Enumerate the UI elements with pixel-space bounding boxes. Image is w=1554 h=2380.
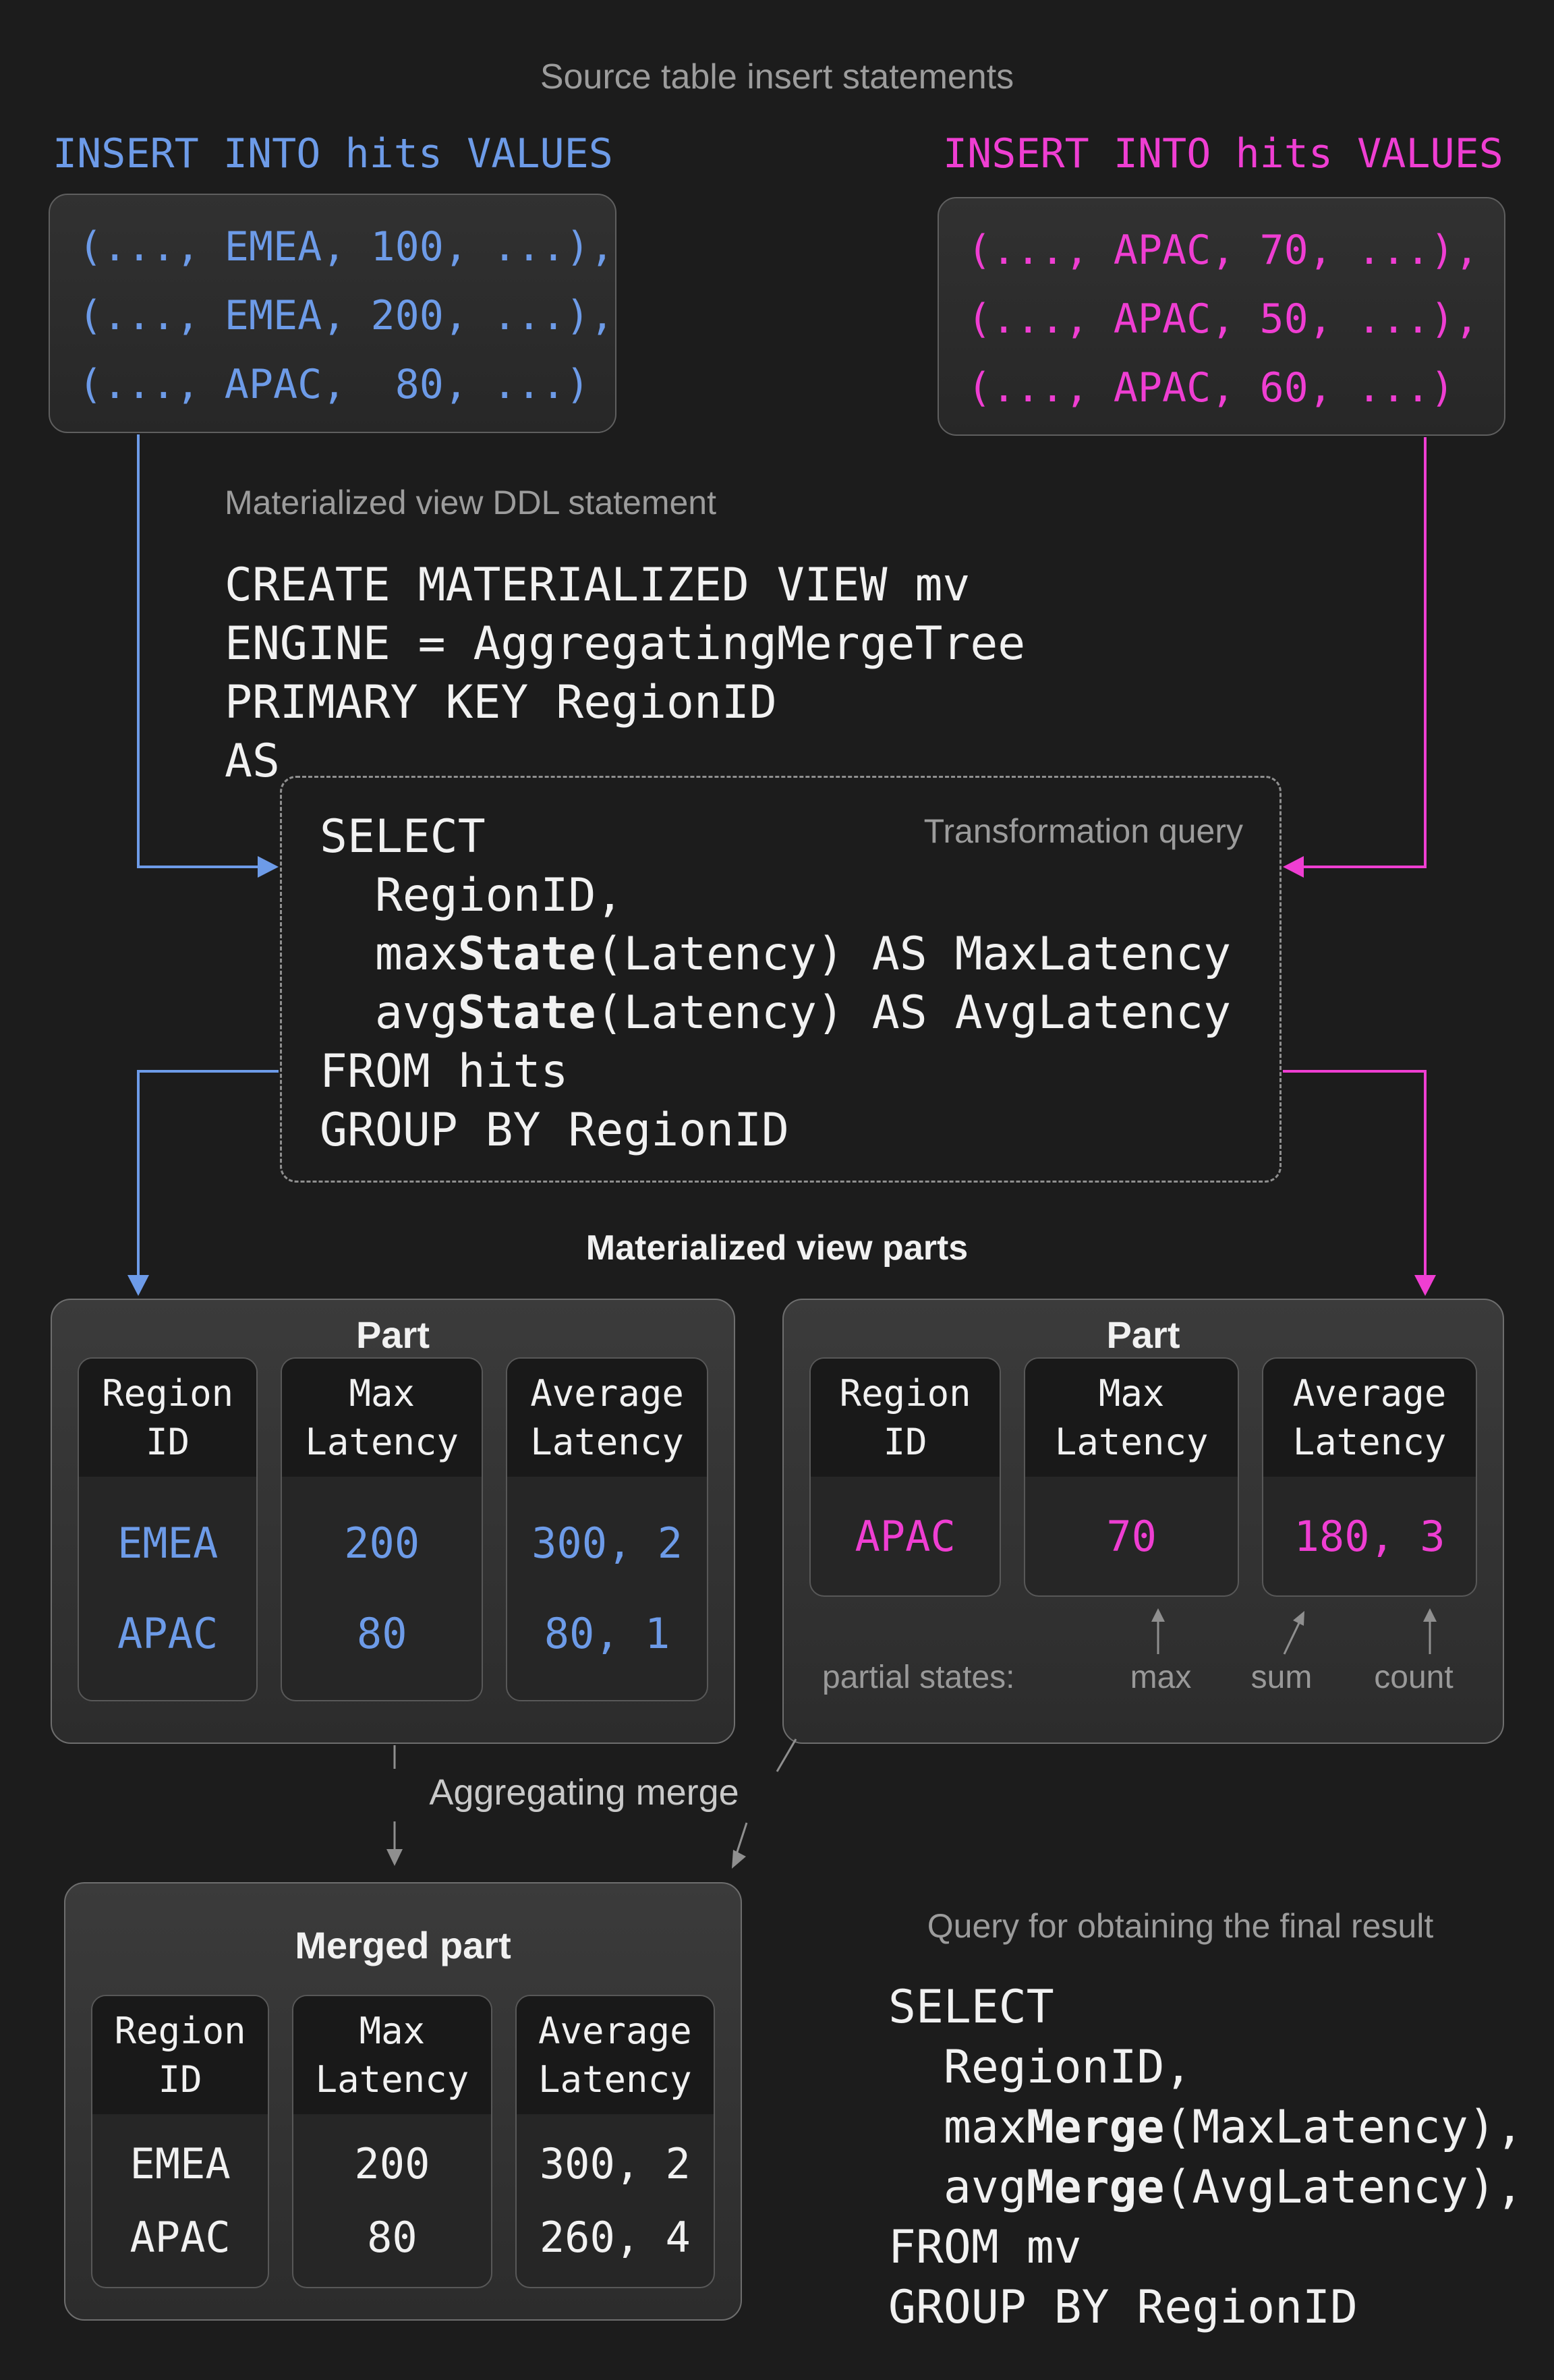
transformation-query-box: Transformation query SELECT RegionID, ma…	[280, 776, 1282, 1183]
cell-value: 200	[354, 2138, 430, 2188]
transform-code-line: GROUP BY RegionID	[320, 1104, 789, 1157]
insert-left-line: (..., APAC, 80, ...)	[78, 361, 590, 408]
page-title: Source table insert statements	[540, 57, 1014, 96]
aggregating-merge-label: Aggregating merge	[429, 1772, 739, 1813]
cell-value: APAC	[130, 2213, 231, 2263]
insert-left-line: (..., EMEA, 100, ...),	[78, 223, 614, 271]
ddl-code-line: PRIMARY KEY RegionID	[225, 676, 777, 729]
ddl-label: Materialized view DDL statement	[225, 484, 716, 521]
ddl-code-line: ENGINE = AggregatingMergeTree	[225, 617, 1026, 671]
final-code-line: avgMerge(AvgLatency),	[888, 2161, 1524, 2214]
insert-left-box: (..., EMEA, 100, ...), (..., EMEA, 200, …	[49, 194, 616, 433]
partial-state-max-label: max	[1130, 1660, 1192, 1695]
final-code-line: RegionID,	[888, 2041, 1192, 2094]
parts-section-title: Materialized view parts	[585, 1228, 969, 1268]
cell-value: APAC	[855, 1511, 956, 1561]
part-left-title: Part	[356, 1313, 430, 1356]
partial-states-label: partial states:	[822, 1660, 1015, 1695]
column-values: 180, 3	[1263, 1477, 1476, 1595]
cell-value: 80	[356, 1609, 407, 1659]
cell-value: 260, 4	[539, 2213, 691, 2263]
final-code-line: SELECT	[888, 1981, 1054, 2034]
transform-code-line: FROM hits	[320, 1045, 569, 1098]
transform-code-line: SELECT	[320, 810, 486, 863]
final-code-line: GROUP BY RegionID	[888, 2281, 1358, 2334]
transform-code-line: maxState(Latency) AS MaxLatency	[320, 928, 1232, 981]
column-values: 70	[1025, 1477, 1238, 1595]
ddl-code: CREATE MATERIALIZED VIEW mv ENGINE = Agg…	[225, 556, 1025, 791]
insert-right-header: INSERT INTO hits VALUES	[943, 130, 1503, 177]
transform-code-line: RegionID,	[320, 869, 624, 922]
merged-part-title: Merged part	[295, 1924, 511, 1966]
insert-right-line: (..., APAC, 60, ...)	[967, 364, 1455, 412]
transform-code-line: avgState(Latency) AS AvgLatency	[320, 986, 1232, 1040]
partial-state-sum-label: sum	[1250, 1660, 1313, 1695]
cell-value: 300, 2	[531, 1518, 683, 1568]
cell-value: 70	[1106, 1511, 1157, 1561]
column-values: APAC	[811, 1477, 1000, 1595]
cell-value: 180, 3	[1294, 1511, 1445, 1561]
column-values: 200 80	[282, 1477, 482, 1700]
cell-value: EMEA	[117, 1518, 219, 1568]
cell-value: APAC	[117, 1609, 219, 1659]
column-values: 300, 2 260, 4	[517, 2114, 714, 2287]
insert-right-box: (..., APAC, 70, ...), (..., APAC, 50, ..…	[938, 197, 1505, 436]
merge-arrow-right	[732, 1738, 797, 1869]
final-query-label: Query for obtaining the final result	[927, 1907, 1434, 1945]
cell-value: 300, 2	[539, 2138, 691, 2188]
insert-right-line: (..., APAC, 70, ...),	[967, 227, 1479, 274]
pink-insert-to-query-arrow	[1283, 437, 1427, 878]
insert-right-line: (..., APAC, 50, ...),	[967, 295, 1479, 343]
column-values: EMEA APAC	[79, 1477, 256, 1700]
ddl-code-line: CREATE MATERIALIZED VIEW mv	[225, 559, 971, 612]
final-code-line: maxMerge(MaxLatency),	[888, 2101, 1524, 2154]
final-code-line: FROM mv	[888, 2221, 1082, 2274]
cell-value: 80	[367, 2213, 418, 2263]
final-query-code: SELECT RegionID, maxMerge(MaxLatency), a…	[888, 1977, 1524, 2338]
cell-value: 200	[344, 1518, 420, 1568]
merge-arrow-left	[386, 1745, 403, 1866]
column-values: EMEA APAC	[92, 2114, 268, 2287]
column-values: 300, 2 80, 1	[507, 1477, 707, 1700]
transformation-query-code: SELECT RegionID, maxState(Latency) AS Ma…	[320, 808, 1231, 1160]
cell-value: 80, 1	[544, 1609, 670, 1659]
transformation-query-label: Transformation query	[923, 812, 1243, 850]
part-right-title: Part	[1106, 1313, 1180, 1356]
insert-left-line: (..., EMEA, 200, ...),	[78, 292, 614, 339]
partial-state-count-label: count	[1374, 1660, 1454, 1695]
column-values: 200 80	[293, 2114, 490, 2287]
insert-left-header: INSERT INTO hits VALUES	[53, 130, 613, 177]
cell-value: EMEA	[130, 2138, 231, 2188]
